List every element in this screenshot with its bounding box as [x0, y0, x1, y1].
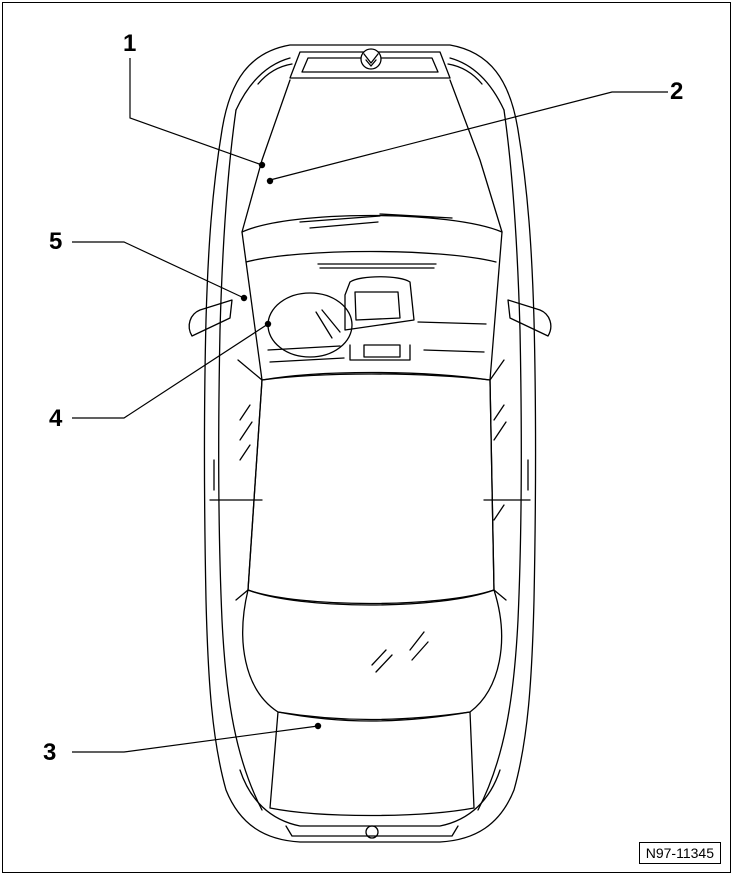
callout-label-4: 4 [49, 405, 63, 432]
rear-logo [365, 825, 379, 839]
callout-label-3: 3 [43, 739, 57, 766]
mirror-right [507, 299, 552, 337]
callout-point-2 [266, 177, 274, 185]
rear-bumper [285, 825, 459, 837]
dashboard [245, 250, 497, 263]
trunk-lid [269, 711, 475, 817]
callout-point-5 [240, 294, 248, 302]
hood-line-left [241, 79, 291, 233]
rear-window [242, 589, 503, 722]
roof [247, 373, 495, 605]
callout-point-1 [258, 161, 266, 169]
windscreen [241, 214, 503, 381]
body-shoulder-left [218, 109, 263, 811]
center-console [344, 276, 415, 331]
front-logo [360, 48, 382, 70]
hood-line-right [449, 79, 503, 233]
leader-line-5 [72, 241, 245, 299]
callout-label-2: 2 [670, 78, 684, 105]
figure-id-label: N97-11345 [638, 842, 721, 864]
leader-line-3 [72, 725, 319, 753]
callout-label-5: 5 [49, 228, 63, 255]
callout-point-4 [264, 320, 272, 328]
callout-point-3 [314, 722, 322, 730]
mirror-left [188, 299, 233, 337]
callout-label-1: 1 [123, 30, 137, 57]
leader-line-1 [129, 58, 263, 166]
body-shoulder-right [477, 109, 522, 811]
leader-line-2 [269, 91, 668, 181]
leader-line-4 [72, 323, 269, 419]
car-body-outline [203, 44, 537, 843]
front-grille [289, 51, 451, 79]
